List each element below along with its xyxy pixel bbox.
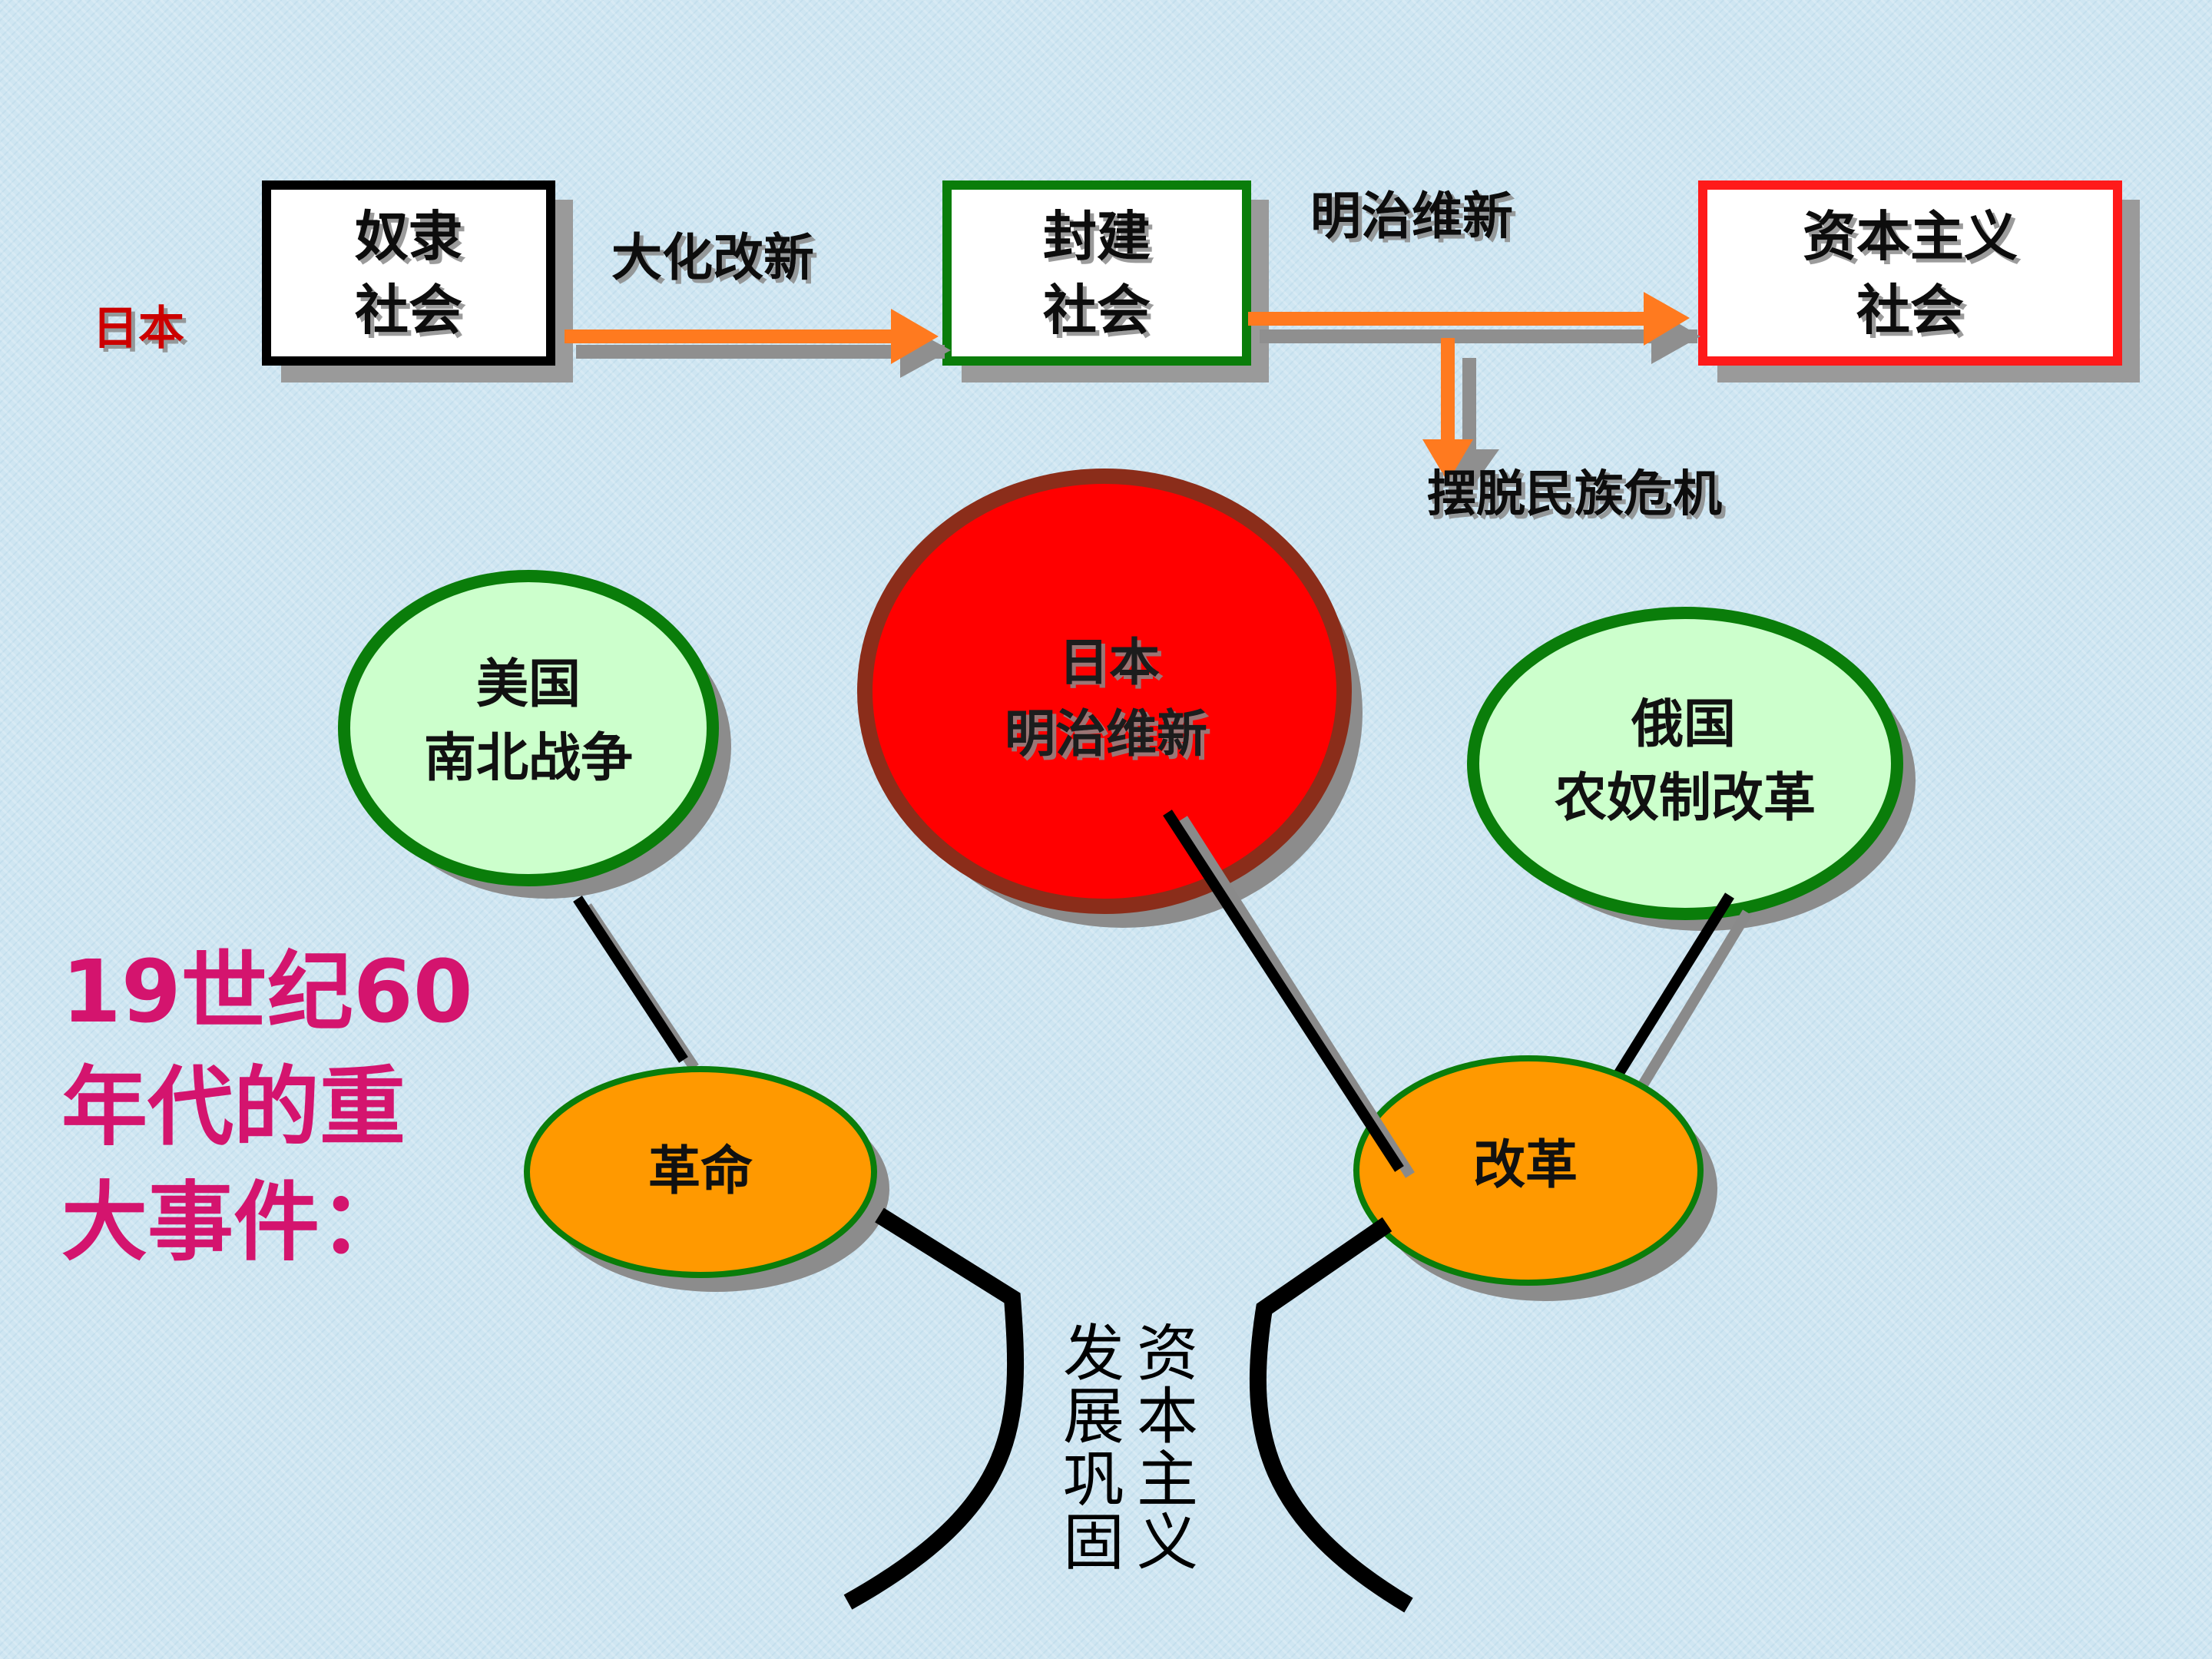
- result-left-char-2: 展: [1063, 1381, 1124, 1452]
- stage-slavery-box: [262, 180, 555, 366]
- connector-japan-to-reform: [1163, 810, 1415, 1178]
- bracket-right: [1249, 1217, 1413, 1613]
- stage-capitalist-box: [1698, 180, 2122, 366]
- result-right-char-2: 本: [1137, 1381, 1198, 1452]
- heading-line2: 年代的重: [61, 1058, 406, 1157]
- transition-meiji-restoration: 明治维新: [1310, 186, 1513, 246]
- bubble-us-civil-war: 美国 南北战争: [338, 570, 731, 899]
- stage-feudal-box: [942, 180, 1251, 366]
- stage-capitalist-line1: 资本主义: [1803, 204, 2018, 268]
- stage-feudal-line1: 封建: [1043, 204, 1151, 268]
- bubble-russia-line1: 俄国: [1631, 694, 1736, 755]
- connector-russia-to-reform: [1612, 892, 1752, 1097]
- result-right-char-3: 主: [1137, 1444, 1198, 1515]
- bubble-revolution: 革命: [524, 1066, 889, 1292]
- stage-capitalist-line2: 社会: [1856, 278, 1964, 342]
- result-column-left: 发 展 巩 固: [1063, 1318, 1124, 1578]
- result-right-char-4: 义: [1137, 1507, 1198, 1578]
- country-label: 日本: [92, 302, 184, 356]
- stage-feudal-line2: 社会: [1043, 278, 1151, 342]
- bubble-reform: 改革: [1353, 1055, 1717, 1301]
- heading-line1: 19世纪60: [61, 942, 473, 1042]
- result-left-char-4: 固: [1063, 1507, 1124, 1578]
- transition-taika-reform: 大化改新: [611, 227, 814, 287]
- reform-label: 改革: [1473, 1134, 1578, 1196]
- result-left-char-1: 发: [1063, 1318, 1124, 1389]
- outcome-label: 摆脱民族危机: [1427, 465, 1722, 523]
- stage-slavery-line2: 社会: [355, 278, 462, 342]
- stage-feudal-society: 封建 社会: [942, 180, 1269, 382]
- bubble-japan-line1: 日本: [1058, 632, 1160, 692]
- bubble-japan-meiji: 日本 明治维新: [857, 469, 1363, 928]
- bubble-russia-line2: 农奴制改革: [1555, 767, 1816, 829]
- bubble-us-line2: 南北战争: [424, 727, 633, 789]
- stage-slavery-line1: 奴隶: [355, 204, 462, 268]
- stage-slavery-society: 奴隶 社会: [262, 180, 573, 382]
- bubble-japan-line2: 明治维新: [1005, 704, 1207, 763]
- revolution-label: 革命: [648, 1141, 753, 1202]
- arrow-down-outcome: [1422, 338, 1499, 492]
- result-right-char-1: 资: [1137, 1318, 1198, 1389]
- heading: 19世纪60 年代的重 大事件：: [61, 942, 473, 1273]
- heading-line3: 大事件：: [61, 1173, 406, 1273]
- result-column-right: 资 本 主 义: [1137, 1318, 1198, 1578]
- arrow-taika-reform: [565, 309, 951, 378]
- bracket-left: [843, 1207, 1025, 1610]
- bubble-russia-reform: 俄国 农奴制改革: [1467, 607, 1916, 931]
- result-left-char-3: 巩: [1063, 1444, 1124, 1515]
- connector-us-to-revolution: [573, 896, 699, 1071]
- arrow-meiji-restoration: [1248, 292, 1700, 364]
- bubble-us-line1: 美国: [476, 654, 581, 715]
- stage-capitalist-society: 资本主义 社会: [1698, 180, 2140, 382]
